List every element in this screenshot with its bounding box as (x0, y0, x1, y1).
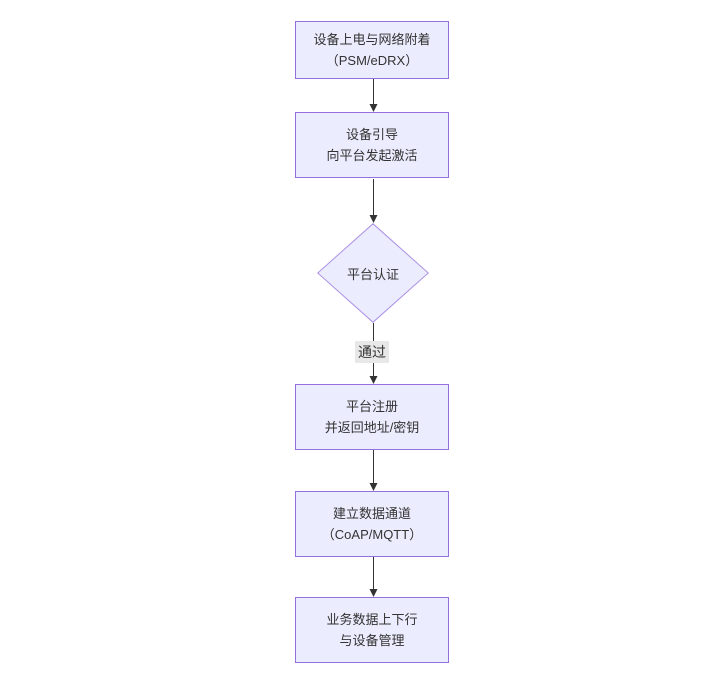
node-data-channel: 建立数据通道 （CoAP/MQTT） (295, 491, 449, 557)
node-text-line: 建立数据通道 (332, 506, 411, 521)
node-power-attach: 设备上电与网络附着 （PSM/eDRX） (295, 21, 449, 79)
node-text-line: 与设备管理 (339, 633, 405, 648)
arrowhead-down-icon (369, 589, 377, 597)
node-text-line: 设备上电与网络附着 (313, 32, 431, 47)
node-text-line: （PSM/eDRX） (325, 53, 419, 68)
arrow-shaft (372, 450, 374, 485)
node-text-line: 并返回地址/密钥 (324, 420, 420, 435)
arrow-shaft (372, 179, 374, 217)
node-text-line: 设备引导 (345, 127, 398, 142)
arrowhead-down-icon (369, 104, 377, 112)
arrow-register-to-channel (369, 450, 378, 491)
node-text-line: 平台认证 (346, 266, 399, 282)
node-text-line: 业务数据上下行 (326, 612, 418, 627)
node-business-data: 业务数据上下行 与设备管理 (295, 597, 449, 663)
arrow-shaft (372, 79, 374, 106)
arrow-power-to-bootstrap (369, 79, 378, 112)
arrow-channel-to-business (369, 557, 378, 597)
arrowhead-down-icon (369, 483, 377, 491)
decision-platform-auth: 平台认证 (317, 223, 429, 323)
node-text-line: （CoAP/MQTT） (321, 527, 423, 542)
edge-label-pass: 通过 (355, 341, 389, 363)
arrow-shaft (372, 557, 374, 591)
arrowhead-down-icon (369, 376, 377, 384)
node-register: 平台注册 并返回地址/密钥 (295, 384, 449, 450)
node-text-line: 向平台发起激活 (326, 148, 418, 163)
node-bootstrap: 设备引导 向平台发起激活 (295, 112, 449, 178)
arrow-bootstrap-to-auth (369, 179, 378, 223)
node-text-line: 平台注册 (345, 399, 398, 414)
arrowhead-down-icon (369, 215, 377, 223)
